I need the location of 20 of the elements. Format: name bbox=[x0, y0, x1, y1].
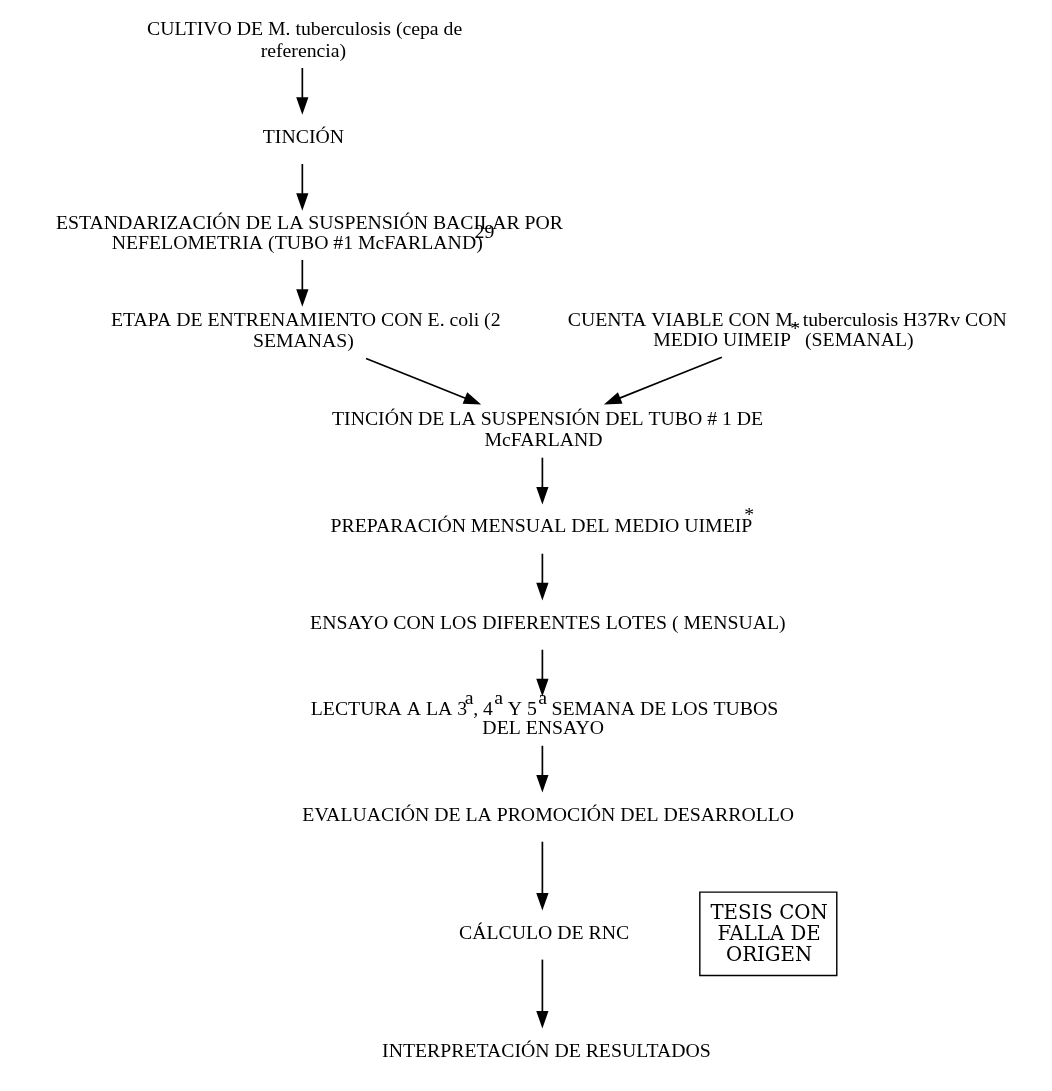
arrow bbox=[535, 958, 549, 1029]
node-text: CULTIVO DE M. tuberculosis (cepa de referencia) bbox=[146, 17, 462, 61]
node-text: ETAPA DE ENTRENAMIENTO CON E. coli (2 SEMANAS) bbox=[110, 308, 501, 352]
arrow bbox=[295, 67, 308, 115]
arrow bbox=[295, 259, 308, 307]
arrow bbox=[535, 744, 549, 793]
arrow bbox=[535, 456, 549, 505]
node-text: INTERPRETACIÓN DE RESULTADOS bbox=[381, 1038, 711, 1061]
arrow bbox=[295, 163, 308, 211]
label: TESIS CON FALLA DE ORIGEN bbox=[709, 900, 828, 966]
node-text: ENSAYO CON LOS DIFERENTES LOTES ( MENSUAL) bbox=[309, 611, 786, 634]
arrow bbox=[535, 648, 549, 697]
node-text: CÁLCULO DE RNC bbox=[458, 921, 629, 944]
arrow bbox=[535, 840, 549, 911]
node-text: EVALUACIÓN DE LA PROMOCIÓN DEL DESARROLLO bbox=[301, 803, 794, 826]
arrow bbox=[535, 552, 549, 601]
node-text: TINCIÓN bbox=[262, 125, 344, 148]
arrow bbox=[364, 357, 481, 405]
arrow bbox=[603, 356, 723, 405]
node-text: TINCIÓN DE LA SUSPENSIÓN DEL TUBO # 1 DE McFARLAND bbox=[331, 407, 763, 451]
